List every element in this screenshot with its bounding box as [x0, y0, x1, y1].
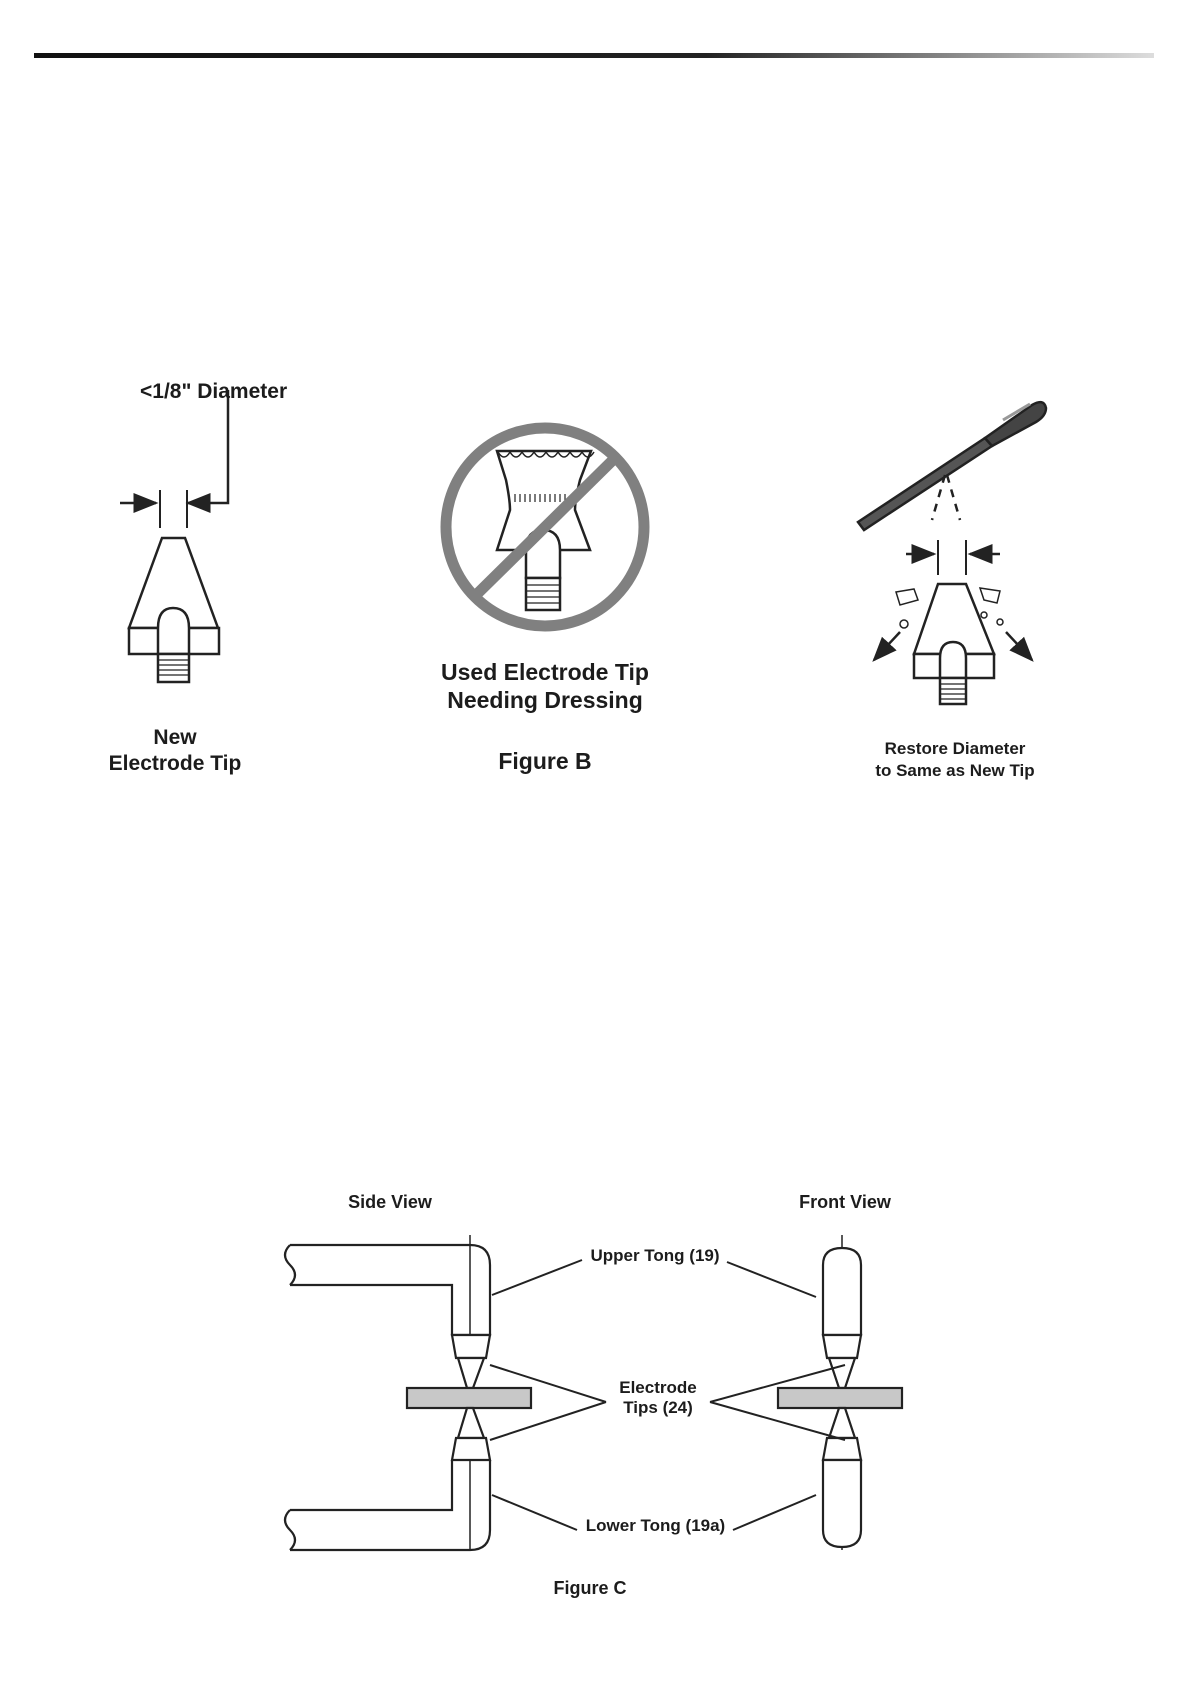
- new-tip-line1: New: [80, 725, 270, 751]
- side-view-drawing: [285, 1235, 531, 1550]
- lower-tong-label: Lower Tong (19a): [568, 1516, 743, 1536]
- side-view-label: Side View: [320, 1192, 460, 1213]
- front-view-label: Front View: [770, 1192, 920, 1213]
- diameter-label: <1/8" Diameter: [140, 380, 320, 404]
- restore-label: Restore Diameter to Same as New Tip: [840, 738, 1070, 782]
- electrode-tips-line1: Electrode: [598, 1378, 718, 1398]
- electrode-tips-line2: Tips (24): [598, 1398, 718, 1418]
- used-electrode-tip-icon: [446, 428, 644, 626]
- figure-c-caption: Figure C: [530, 1578, 650, 1599]
- new-tip-line2: Electrode Tip: [80, 751, 270, 777]
- restore-line1: Restore Diameter: [840, 738, 1070, 760]
- new-electrode-tip-icon: [120, 390, 228, 682]
- restore-line2: to Same as New Tip: [840, 760, 1070, 782]
- file-dressing-icon: [858, 402, 1046, 530]
- figure-b-caption: Figure B: [445, 748, 645, 775]
- new-tip-label: New Electrode Tip: [80, 725, 270, 777]
- electrode-tips-label: Electrode Tips (24): [598, 1378, 718, 1418]
- used-tip-line1: Used Electrode Tip: [405, 658, 685, 686]
- used-tip-line2: Needing Dressing: [405, 686, 685, 714]
- used-tip-label: Used Electrode Tip Needing Dressing: [405, 658, 685, 714]
- upper-tong-label: Upper Tong (19): [575, 1246, 735, 1266]
